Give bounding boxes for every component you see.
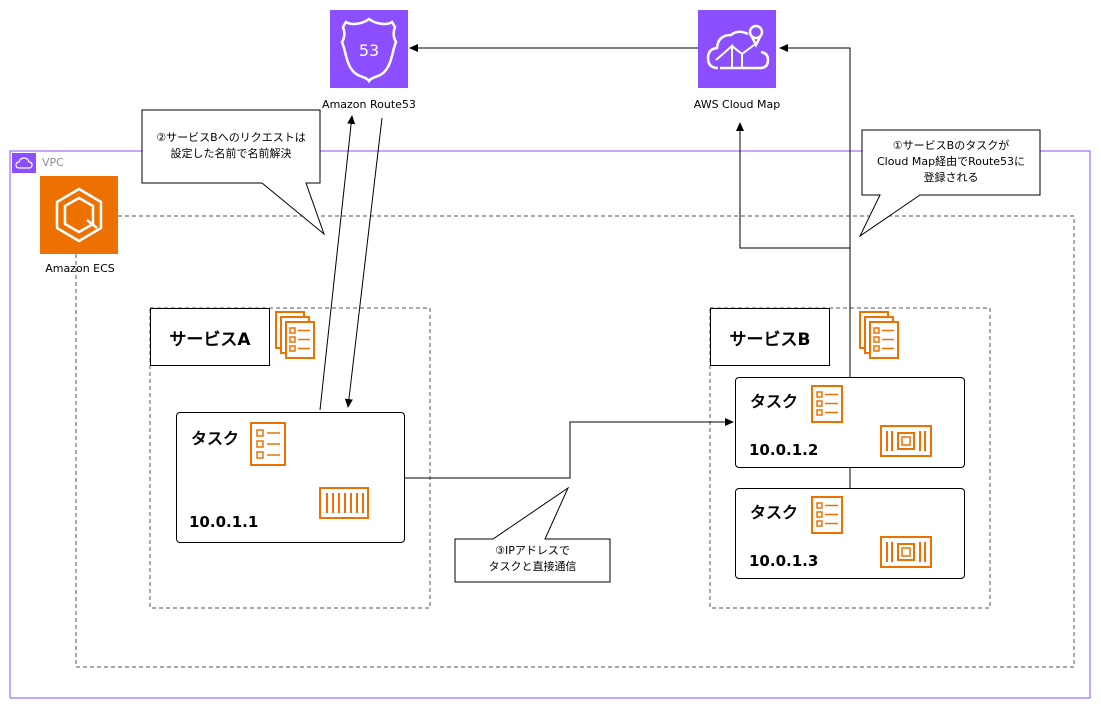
vpc-cloud-icon xyxy=(12,153,36,173)
ecs-icon[interactable] xyxy=(40,176,118,254)
callout-step2-shape xyxy=(141,109,326,236)
callout-step1-line2: Cloud Map経由でRoute53に xyxy=(876,155,1026,168)
ecs-service-icon xyxy=(858,310,900,362)
callout-step3-line2: タスクと直接通信 xyxy=(488,560,577,573)
ecs-task-icon xyxy=(810,384,844,424)
task-b1-ip: 10.0.1.2 xyxy=(749,441,819,459)
task-a-to-route53-arrow xyxy=(319,115,356,411)
route53-to-task-a-arrow xyxy=(344,117,383,408)
task-b1-title: タスク xyxy=(750,392,799,411)
callout-step2-line2: 設定した名前で名前解決 xyxy=(170,147,292,160)
task-a-title: タスク xyxy=(191,429,240,448)
chip-icon xyxy=(880,536,932,568)
service-a-label[interactable]: サービスA xyxy=(150,308,270,366)
ecs-task-icon xyxy=(810,495,844,535)
task-a-ip: 10.0.1.1 xyxy=(189,513,259,531)
callout-step2: ②サービスBへのリクエストは 設定した名前で名前解決 xyxy=(142,130,320,162)
callout-step3-line1: ③IPアドレスで xyxy=(495,544,570,557)
callout-step3-shape xyxy=(454,486,611,583)
task-b2[interactable]: タスク 10.0.1.3 xyxy=(735,488,965,579)
service-b-label[interactable]: サービスB xyxy=(710,308,830,366)
route53-label: Amazon Route53 xyxy=(322,98,416,111)
ecs-task-icon xyxy=(249,421,287,467)
ecs-to-cloudmap-line xyxy=(736,122,850,249)
task-b2-title: タスク xyxy=(750,503,799,522)
cloud-map-label: AWS Cloud Map xyxy=(693,98,781,111)
chip-icon xyxy=(880,425,932,457)
task-b2-ip: 10.0.1.3 xyxy=(749,552,819,570)
task-b1[interactable]: タスク 10.0.1.2 xyxy=(735,377,965,468)
vpc-label: VPC xyxy=(42,156,64,169)
cloud-map-icon[interactable] xyxy=(698,10,776,88)
callout-step1-line3: 登録される xyxy=(923,171,979,184)
callout-step1: ①サービスBのタスクが Cloud Map経由でRoute53に 登録される xyxy=(862,138,1040,186)
container-icon xyxy=(319,487,369,519)
route53-shield-icon[interactable]: 53 xyxy=(330,10,408,88)
vpc-boundary xyxy=(9,150,1091,699)
ecs-label: Amazon ECS xyxy=(45,262,115,275)
route53-badge: 53 xyxy=(359,41,379,60)
callout-step2-line1: ②サービスBへのリクエストは xyxy=(156,131,306,144)
callout-step3: ③IPアドレスで タスクと直接通信 xyxy=(455,543,610,575)
ecs-service-icon xyxy=(274,310,316,362)
callout-step1-line1: ①サービスBのタスクが xyxy=(892,139,1010,152)
task-to-cloudmap-registration-line xyxy=(779,44,851,488)
task-a[interactable]: タスク 10.0.1.1 xyxy=(176,412,405,543)
service-a-boundary xyxy=(149,307,431,609)
callout-step1-shape xyxy=(858,129,1041,238)
task-a-to-task-b-arrow xyxy=(404,418,734,479)
ecs-cluster-boundary xyxy=(75,215,1075,668)
